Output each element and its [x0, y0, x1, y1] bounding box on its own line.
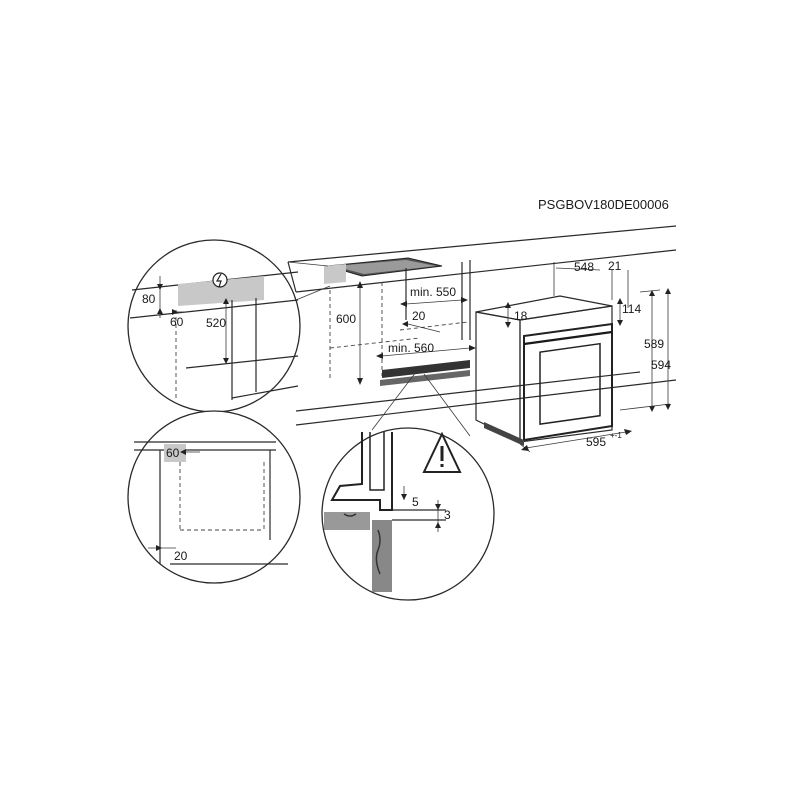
dim-589: 589 — [639, 289, 664, 412]
dim-594-label: 594 — [651, 358, 671, 372]
dim-60-side-label: 60 — [166, 446, 180, 460]
dim-min560-label: min. 560 — [388, 341, 434, 355]
dim-589-label: 589 — [644, 337, 664, 351]
dim-595-label: 595 — [586, 435, 606, 449]
dim-594: 594 — [619, 288, 671, 411]
dim-595-tolerance: +-1 — [610, 431, 622, 440]
dim-5-label: 5 — [412, 495, 419, 509]
dim-min550: min. 550 — [400, 285, 468, 307]
dim-18: 18 — [505, 302, 528, 328]
dim-60-top-label: 60 — [170, 315, 184, 329]
dim-80-label: 80 — [142, 292, 156, 306]
oven-drawing — [475, 295, 613, 446]
power-socket-icon — [212, 272, 228, 288]
dim-min560: min. 560 — [376, 341, 476, 359]
dim-18-label: 18 — [514, 309, 528, 323]
warning-triangle-icon — [422, 431, 462, 473]
detail-circle-side: 60 20 — [127, 410, 301, 584]
dim-20-side-label: 20 — [174, 549, 188, 563]
dim-600: 600 — [336, 281, 363, 385]
dim-595: 595 +-1 — [519, 429, 632, 453]
detail-circle-top: 80 60 520 — [127, 239, 331, 413]
document-code: PSGBOV180DE00006 — [538, 197, 669, 212]
dim-min550-label: min. 550 — [410, 285, 456, 299]
dim-520-label: 520 — [206, 316, 226, 330]
dim-548: 548 — [553, 260, 601, 296]
dim-3-label: 3 — [444, 508, 451, 522]
dim-548-label: 548 — [574, 260, 594, 274]
detail-circle-bottom: 5 3 — [321, 371, 495, 601]
dim-114-label: 114 — [622, 302, 641, 316]
dim-600-label: 600 — [336, 312, 356, 326]
dim-114: 114 — [617, 298, 641, 326]
dim-20-cabinet: 20 — [402, 309, 441, 333]
dim-20-cabinet-label: 20 — [412, 309, 426, 323]
dim-21: 21 — [608, 259, 629, 308]
dim-21-label: 21 — [608, 259, 622, 273]
